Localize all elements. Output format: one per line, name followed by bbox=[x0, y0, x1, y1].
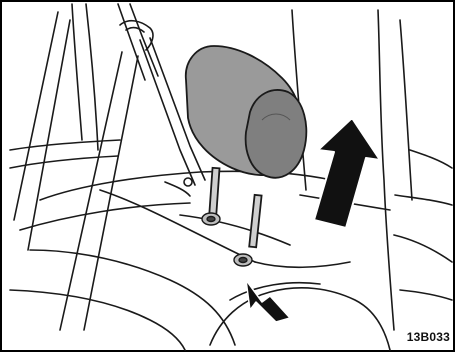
figure-code: 13B033 bbox=[406, 330, 451, 344]
headrest-side-face bbox=[246, 90, 307, 178]
